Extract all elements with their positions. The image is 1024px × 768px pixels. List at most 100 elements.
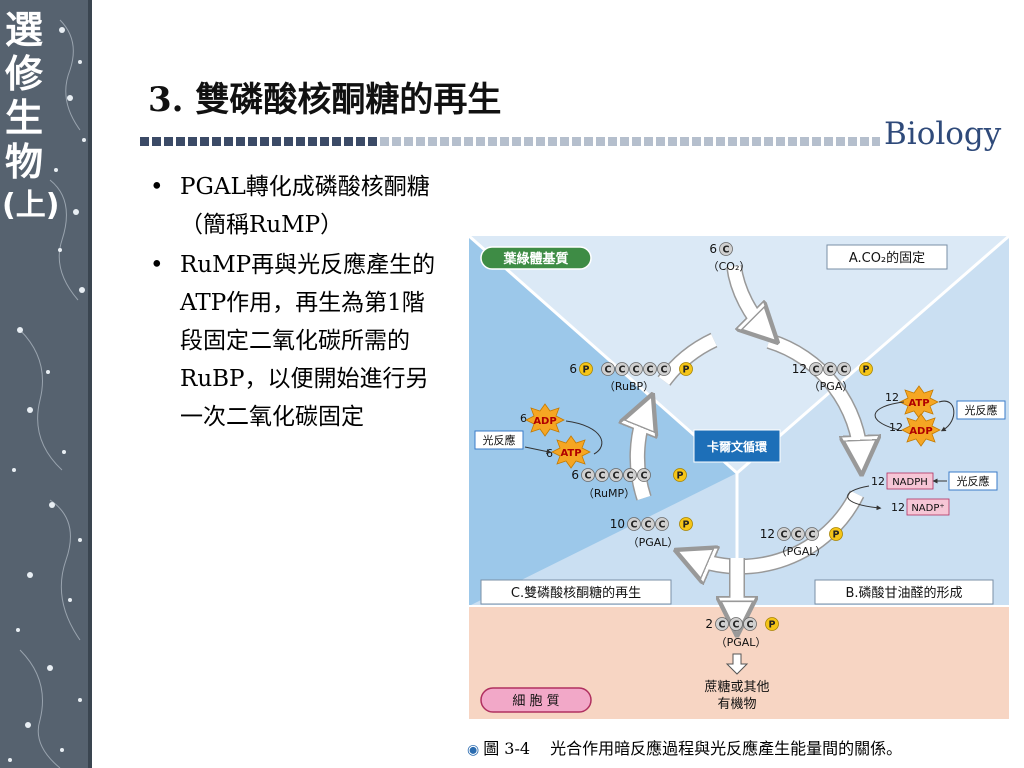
product-line: 有機物 [717, 697, 756, 712]
rule-square [668, 137, 677, 146]
rule-square [608, 137, 617, 146]
adp-count: 6 [520, 412, 527, 425]
atp-count: 12 [885, 391, 899, 404]
rule-square [452, 137, 461, 146]
light-reaction-box [474, 430, 524, 450]
molecule-pgal-12: 12 （PGAL） [760, 527, 843, 558]
bullet-item: PGAL轉化成磷酸核酮糖（簡稱RuMP） [150, 168, 445, 244]
stage-b-energy: 12 NADPH 12 NADP⁺ 光反應 [847, 471, 998, 516]
rule-square [320, 137, 329, 146]
sidebar-title-char: 選 [4, 8, 43, 52]
rule-square [560, 137, 569, 146]
product-arrow [725, 653, 749, 675]
rule-square [596, 137, 605, 146]
bullet-item: RuMP再與光反應產生的ATP作用，再生為第1階段固定二氧化碳所需的RuBP，以… [150, 246, 445, 436]
page-title: 3. 雙磷酸核酮糖的再生 [148, 80, 502, 120]
rule-square [860, 137, 869, 146]
rule-square [788, 137, 797, 146]
pga-name: （PGA） [809, 380, 854, 393]
molecule-rump: 6 （RuMP） [571, 468, 687, 500]
molecule-pgal-10: 10 （PGAL） [610, 517, 693, 549]
title-rule [140, 137, 880, 146]
sidebar-edge [88, 0, 92, 768]
rule-square [644, 137, 653, 146]
nadp-box [906, 498, 950, 516]
figure-number: 圖 3-4 [483, 739, 531, 758]
rule-square [140, 137, 149, 146]
rule-square [488, 137, 497, 146]
rule-square [632, 137, 641, 146]
rule-square [836, 137, 845, 146]
stage-c-box [480, 579, 672, 605]
cytoplasm-label: 細 胞 質 [512, 694, 559, 709]
rule-square [800, 137, 809, 146]
rule-square [308, 137, 317, 146]
atp-label: ATP [908, 398, 929, 409]
rule-square [404, 137, 413, 146]
co2-count: 6 [709, 242, 717, 256]
stage-c-label: C.雙磷酸核酮糖的再生 [511, 585, 641, 601]
rule-square [212, 137, 221, 146]
rule-square [176, 137, 185, 146]
caption-text: 光合作用暗反應過程與光反應產生能量間的關係。 [550, 739, 903, 758]
rule-square [512, 137, 521, 146]
rule-square [656, 137, 665, 146]
nadp-label: NADP⁺ [911, 503, 944, 514]
stage-a-box [826, 244, 948, 270]
rule-square [740, 137, 749, 146]
rule-square [164, 137, 173, 146]
rule-square [200, 137, 209, 146]
nadph-count: 12 [871, 475, 885, 488]
light-reaction-label: 光反應 [957, 474, 990, 488]
rule-square [692, 137, 701, 146]
rule-square [224, 137, 233, 146]
sidebar-title-char: 物 [4, 140, 43, 184]
sidebar-title-char: (上) [2, 188, 60, 223]
rump-name: （RuMP） [583, 487, 635, 500]
product-line: 蔗糖或其他 [704, 679, 769, 695]
light-reaction-box [956, 400, 1006, 420]
energy-arrow [565, 420, 603, 455]
adp-count: 12 [889, 421, 903, 434]
molecule-pga: 12 （PGA） [792, 362, 873, 393]
stroma-top-panel [469, 236, 1009, 473]
rule-square [344, 137, 353, 146]
rule-square [416, 137, 425, 146]
brand-label: Biology [884, 116, 1002, 152]
sidebar-title-char: 生 [4, 96, 43, 140]
calvin-cycle-box [693, 429, 781, 463]
rule-square [332, 137, 341, 146]
rule-square [368, 137, 377, 146]
atp-star [551, 435, 591, 469]
pgal10-name: （PGAL） [628, 536, 679, 549]
rule-square [272, 137, 281, 146]
rule-square [716, 137, 725, 146]
rule-square [848, 137, 857, 146]
calvin-cycle-label: 卡爾文循環 [707, 439, 768, 454]
pgal2-name: （PGAL） [716, 636, 767, 649]
pgal10-count: 10 [610, 517, 625, 531]
rule-square [236, 137, 245, 146]
rule-square [584, 137, 593, 146]
rule-square [284, 137, 293, 146]
light-reaction-label: 光反應 [965, 403, 998, 417]
rule-square [872, 137, 880, 146]
energy-arrow [874, 401, 905, 431]
rule-square [704, 137, 713, 146]
stage-b-box [814, 579, 994, 605]
rule-square [824, 137, 833, 146]
stage-c-energy: 6 ADP 6 ATP 光反應 [474, 403, 603, 469]
adp-star [525, 403, 565, 437]
cytoplasm-badge [480, 687, 592, 713]
pgal12-count: 12 [760, 527, 775, 541]
rule-square [812, 137, 821, 146]
rule-square [188, 137, 197, 146]
divider-line [736, 236, 1009, 475]
atp-label: ATP [560, 448, 581, 459]
sidebar-banner: 選 修 生 物 (上) [0, 0, 92, 768]
light-reaction-box [948, 471, 998, 491]
rule-square [680, 137, 689, 146]
light-reaction-label: 光反應 [483, 433, 516, 447]
bullet-list: PGAL轉化成磷酸核酮糖（簡稱RuMP） RuMP再與光反應產生的ATP作用，再… [150, 168, 445, 438]
